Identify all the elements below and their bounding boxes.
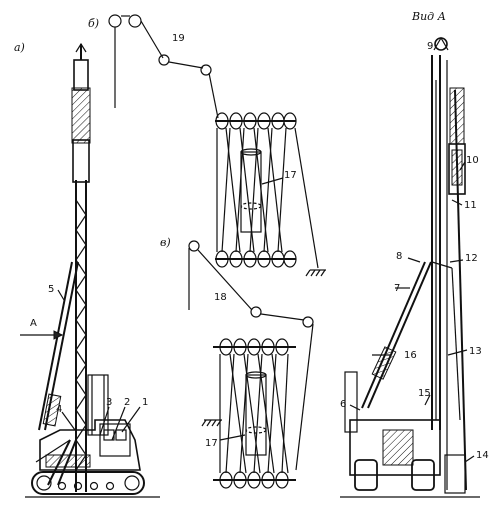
callout-11: 11 bbox=[464, 200, 477, 211]
panel-a-side-view bbox=[20, 42, 160, 498]
upper-sheave-block bbox=[215, 112, 297, 130]
callout-14: 14 bbox=[476, 450, 489, 461]
mast bbox=[75, 180, 87, 492]
panel-label-a: а) bbox=[14, 41, 25, 54]
hammer bbox=[71, 42, 91, 183]
callout-6: 6 bbox=[340, 399, 346, 410]
panel-label-b: б) bbox=[88, 17, 99, 30]
lower-sheave-block bbox=[215, 250, 297, 268]
panel-b-reeving-scheme bbox=[108, 14, 326, 277]
labels: а) б) в) Вид А A 1 2 3 4 5 6 7 8 9 10 11… bbox=[14, 10, 489, 461]
panel-label-c: в) bbox=[160, 236, 171, 249]
pile-17-lower bbox=[245, 371, 267, 456]
machine-body bbox=[39, 419, 141, 471]
view-arrow-a bbox=[20, 330, 64, 340]
callout-17-lower: 17 bbox=[205, 438, 218, 449]
callout-12: 12 bbox=[465, 253, 478, 264]
arrow-label-a: A bbox=[30, 318, 37, 329]
panel-c-reeving-scheme bbox=[188, 240, 314, 489]
front-hammer bbox=[448, 87, 466, 195]
view-label: Вид А bbox=[411, 10, 446, 23]
view-a-front-view bbox=[340, 36, 480, 498]
callout-8: 8 bbox=[396, 251, 402, 262]
upper-sheave-block-c bbox=[219, 338, 289, 356]
callout-9: 9 bbox=[427, 41, 433, 52]
callout-15: 15 bbox=[418, 388, 431, 399]
callout-3: 3 bbox=[106, 397, 112, 408]
callout-17-upper: 17 bbox=[284, 170, 297, 181]
callout-7: 7 bbox=[394, 283, 400, 294]
callout-10: 10 bbox=[466, 155, 479, 166]
front-base-machine bbox=[344, 371, 466, 494]
callout-2: 2 bbox=[124, 397, 130, 408]
crawler-track bbox=[31, 471, 145, 495]
callout-5: 5 bbox=[48, 284, 54, 295]
callout-16: 16 bbox=[404, 350, 417, 361]
pile-17-upper bbox=[240, 148, 262, 233]
rope-falls bbox=[216, 127, 319, 269]
callout-4: 4 bbox=[56, 404, 62, 415]
operator-cab bbox=[99, 423, 131, 457]
callout-1: 1 bbox=[142, 397, 148, 408]
diagonal-brace bbox=[38, 261, 79, 431]
callout-18: 18 bbox=[214, 292, 227, 303]
track-rollers bbox=[36, 475, 140, 491]
callout-19: 19 bbox=[172, 33, 185, 44]
callout-13: 13 bbox=[469, 346, 482, 357]
